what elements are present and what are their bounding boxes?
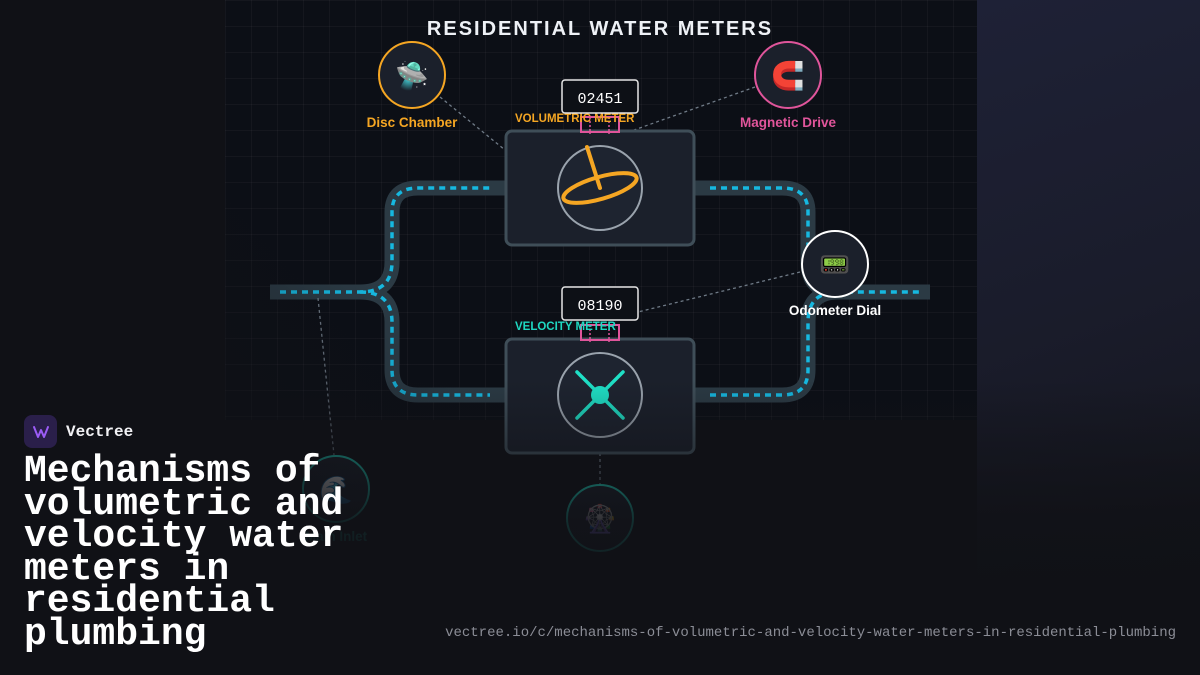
diagram-title: RESIDENTIAL WATER METERS	[426, 18, 774, 40]
vectree-logo-icon	[24, 415, 57, 448]
velocity-meter: VELOCITY METER 08190	[504, 286, 696, 455]
connector-odometer	[637, 271, 801, 313]
volumetric-meter-label: VOLUMETRIC METER	[515, 113, 635, 125]
node-turbine[interactable]: 🎡	[566, 484, 634, 552]
page-url[interactable]: vectree.io/c/mechanisms-of-volumetric-an…	[445, 625, 1176, 641]
page-headline: Mechanisms of volumetric and velocity wa…	[24, 450, 344, 656]
magnet-icon: 🧲	[771, 60, 805, 92]
brand-name: Vectree	[66, 422, 134, 441]
velocity-reading: 08190	[577, 298, 622, 315]
velocity-meter-label: VELOCITY METER	[515, 321, 616, 333]
turbine-hub	[591, 386, 609, 404]
node-disc-chamber[interactable]: 🛸 Disc Chamber	[367, 41, 459, 130]
node-disc-chamber-label: Disc Chamber	[367, 115, 459, 130]
node-magnetic-drive-label: Magnetic Drive	[740, 115, 837, 130]
wheel-icon: 🎡	[583, 503, 617, 535]
vectree-logo-mark	[32, 425, 49, 438]
volumetric-meter: VOLUMETRIC METER 02451	[504, 79, 696, 247]
pager-icon: 📟	[819, 250, 850, 279]
node-odometer-dial-label: Odometer Dial	[789, 303, 881, 318]
connector-magnetic-drive	[619, 86, 756, 136]
brand[interactable]: Vectree	[24, 415, 133, 448]
node-magnetic-drive[interactable]: 🧲 Magnetic Drive	[740, 41, 837, 130]
volumetric-reading: 02451	[577, 91, 622, 108]
connector-main-inlet	[317, 297, 335, 456]
ufo-icon: 🛸	[395, 59, 429, 92]
